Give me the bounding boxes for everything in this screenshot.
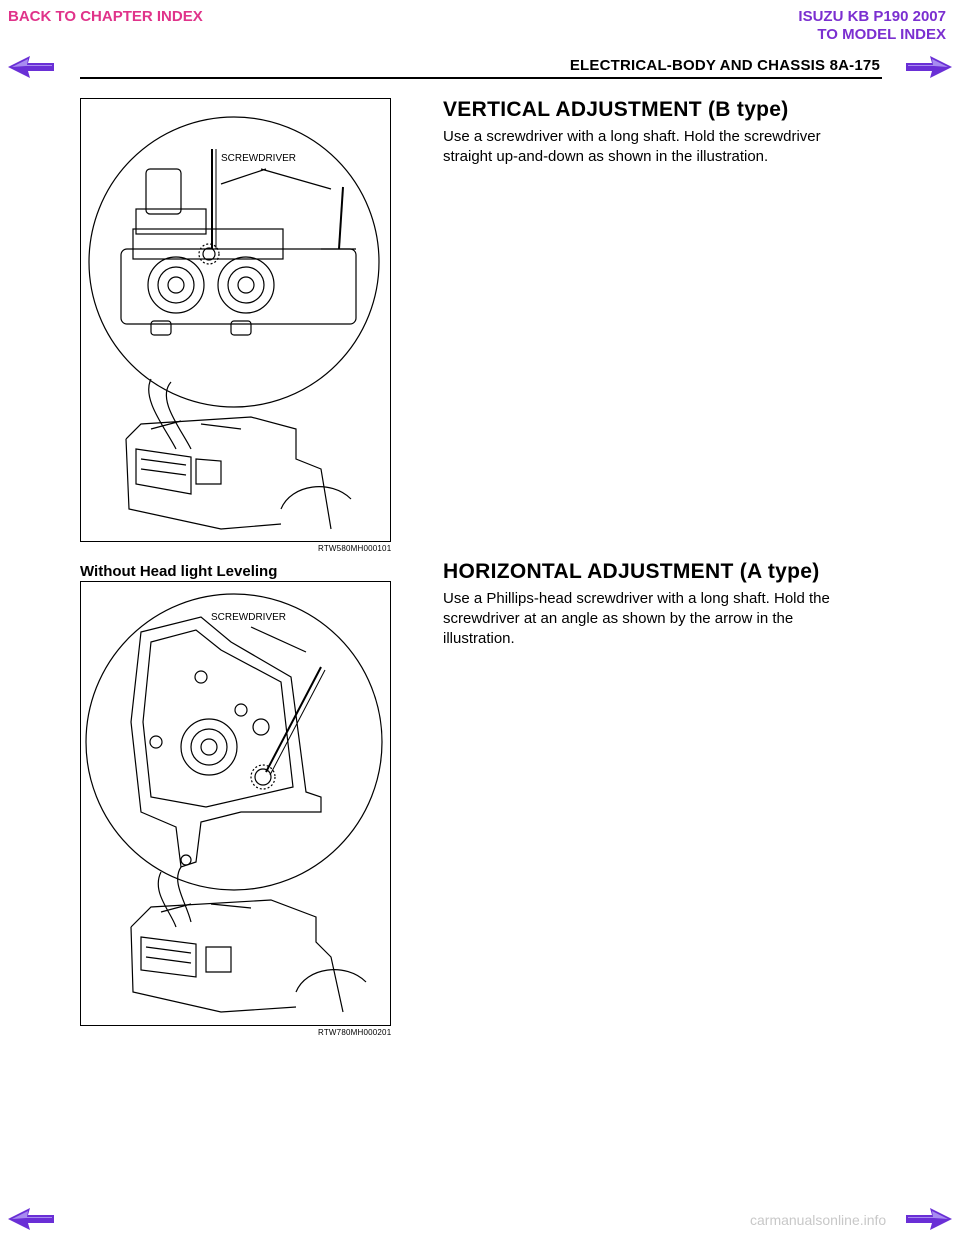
figure1-screwdriver-label: SCREWDRIVER: [221, 153, 296, 164]
right-arrow-icon: [906, 1208, 952, 1230]
previous-page-button[interactable]: [8, 56, 54, 78]
header-divider: [80, 77, 882, 79]
horizontal-adjustment-text: Use a Phillips-head screwdriver with a l…: [443, 590, 830, 647]
horizontal-adjustment-illustration: SCREWDRIVER: [85, 593, 383, 1013]
figure2-screwdriver-label: SCREWDRIVER: [211, 612, 286, 623]
horizontal-adjustment-heading: HORIZONTAL ADJUSTMENT (A type): [443, 560, 820, 583]
figure2-caption: Without Head light Leveling: [80, 563, 278, 580]
figure1-code: RTW580MH000101: [318, 544, 392, 553]
right-arrow-icon: [906, 56, 952, 78]
next-page-button[interactable]: [906, 56, 952, 78]
next-page-button-bottom[interactable]: [906, 1208, 952, 1230]
vertical-adjustment-heading: VERTICAL ADJUSTMENT (B type): [443, 98, 789, 121]
vertical-adjustment-text: Use a screwdriver with a long shaft. Hol…: [443, 128, 821, 165]
model-index-block[interactable]: ISUZU KB P190 2007 TO MODEL INDEX: [798, 8, 946, 44]
vertical-adjustment-figure: SCREWDRIVER: [80, 98, 391, 542]
to-model-index-link[interactable]: TO MODEL INDEX: [817, 26, 946, 43]
vertical-adjustment-illustration: SCREWDRIVER: [88, 116, 380, 530]
left-arrow-icon: [8, 56, 54, 78]
horizontal-adjustment-figure: SCREWDRIVER: [80, 581, 391, 1026]
left-arrow-icon: [8, 1208, 54, 1230]
back-to-chapter-index-link[interactable]: BACK TO CHAPTER INDEX: [8, 8, 203, 25]
section-header: ELECTRICAL-BODY AND CHASSIS 8A-175: [569, 57, 880, 74]
figure2-code: RTW780MH000201: [318, 1028, 392, 1037]
model-title-link[interactable]: ISUZU KB P190 2007: [798, 8, 946, 25]
watermark: carmanualsonline.info: [750, 1212, 887, 1228]
previous-page-button-bottom[interactable]: [8, 1208, 54, 1230]
